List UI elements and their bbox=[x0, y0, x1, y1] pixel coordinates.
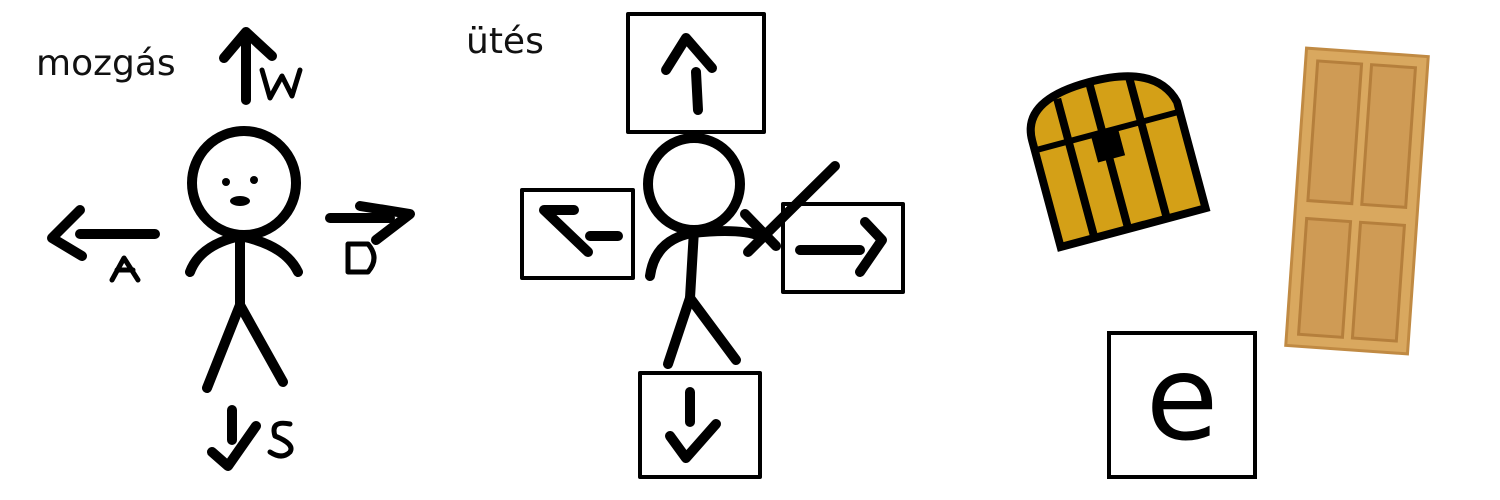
interact-key-box: e bbox=[1107, 331, 1257, 479]
stick-figure-head bbox=[187, 126, 301, 240]
attack-down-arrow-icon bbox=[665, 387, 721, 463]
stick-figure-head bbox=[643, 133, 745, 235]
stick-figure-mouth bbox=[230, 196, 250, 206]
right-arrow-icon bbox=[325, 201, 415, 245]
stick-figure-right-leg bbox=[685, 293, 741, 365]
attack-label: ütés bbox=[466, 21, 544, 62]
stick-figure-eye-right bbox=[250, 176, 258, 184]
stick-figure-right-arm bbox=[235, 231, 303, 277]
up-arrow-icon bbox=[219, 27, 277, 105]
down-key-box bbox=[638, 371, 762, 479]
stick-figure-right-arm bbox=[687, 226, 765, 241]
stick-figure-left-leg bbox=[202, 300, 245, 393]
movement-label: mozgás bbox=[36, 43, 176, 84]
up-key-box bbox=[626, 12, 766, 134]
stick-figure-left-arm bbox=[645, 228, 697, 281]
interact-key-letter: e bbox=[1145, 329, 1219, 467]
attack-stick-figure bbox=[643, 133, 765, 369]
key-letters-drawn bbox=[109, 67, 377, 459]
down-arrow-icon bbox=[207, 405, 261, 471]
treasure-chest-icon bbox=[1026, 72, 1211, 252]
stick-figure-left-leg bbox=[663, 293, 695, 369]
attack-left-arrow-icon bbox=[539, 205, 623, 257]
stick-figure-body bbox=[685, 225, 699, 303]
stick-figure-right-leg bbox=[235, 300, 288, 387]
movement-stick-figure bbox=[185, 126, 303, 393]
stick-figure-left-arm bbox=[185, 231, 245, 277]
attack-right-arrow-icon bbox=[795, 217, 887, 277]
left-arrow-icon bbox=[47, 205, 160, 261]
sword-icon bbox=[740, 161, 840, 257]
wooden-door-icon bbox=[1284, 46, 1430, 356]
left-key-box bbox=[520, 188, 635, 280]
attack-up-arrow-icon bbox=[661, 33, 717, 115]
right-key-box bbox=[781, 202, 905, 294]
stick-figure-eye-left bbox=[222, 178, 230, 186]
